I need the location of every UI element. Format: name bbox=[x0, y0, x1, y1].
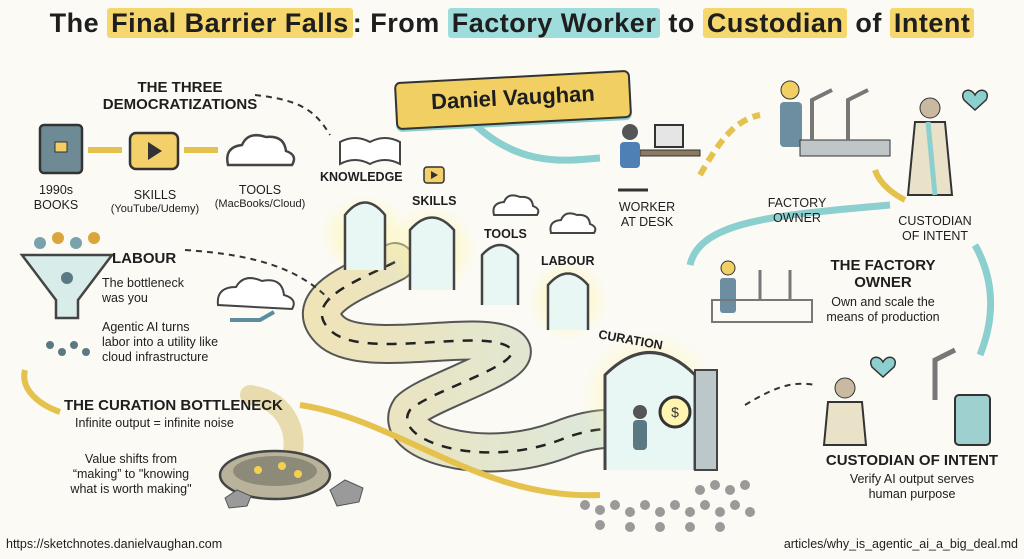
text-line: what is worth making" bbox=[70, 482, 192, 496]
doorway-tools bbox=[480, 243, 520, 305]
text-line: Verify AI output serves bbox=[849, 472, 975, 486]
flow-arrow-icon bbox=[686, 201, 891, 266]
text-line: cloud infrastructure bbox=[102, 350, 209, 364]
doorway-skills bbox=[387, 205, 477, 295]
worker-label: WORKER AT DESK bbox=[612, 200, 682, 230]
cloud-icon bbox=[226, 134, 296, 167]
text-line: Agentic AI turns bbox=[102, 320, 190, 334]
title-highlight-custodian: Custodian bbox=[702, 8, 848, 38]
factory-owner-text: Own and scale the means of production bbox=[808, 295, 958, 325]
text-line: CUSTODIAN bbox=[898, 214, 972, 228]
curation-bottleneck-heading: THE CURATION BOTTLENECK bbox=[64, 397, 283, 414]
heading-line: DEMOCRATIZATIONS bbox=[102, 96, 258, 113]
custodian-robot-icon bbox=[822, 347, 991, 446]
flow-arrow-icon bbox=[971, 243, 995, 357]
footer-article-path[interactable]: articles/why_is_agentic_ai_a_big_deal.md bbox=[783, 537, 1018, 551]
factory-owner-icon bbox=[780, 80, 891, 157]
flow-arrow-icon bbox=[467, 117, 601, 164]
open-book-icon bbox=[339, 137, 401, 166]
skills-label: SKILLS (YouTube/Udemy) bbox=[100, 188, 210, 216]
text-line: labor into a utility like bbox=[102, 335, 219, 349]
svg-text:$: $ bbox=[671, 404, 679, 420]
books-year: 1990s bbox=[38, 183, 74, 197]
labour-text-2: Agentic AI turns labor into a utility li… bbox=[102, 320, 218, 365]
dashed-arrow-icon bbox=[184, 249, 331, 301]
crowd-icon bbox=[580, 480, 755, 532]
labour-cloud-icon bbox=[549, 212, 597, 234]
title-part: : From bbox=[352, 8, 448, 38]
flow-arrow-icon bbox=[872, 168, 907, 203]
doorway-curation bbox=[580, 330, 720, 471]
doorway-labour bbox=[528, 260, 608, 340]
title-highlight-intent: Intent bbox=[889, 8, 975, 38]
path-label-skills: SKILLS bbox=[412, 194, 457, 208]
factory-scene-icon bbox=[711, 260, 813, 323]
gold-pan-icon bbox=[218, 449, 364, 509]
text-line: OWNER bbox=[773, 211, 821, 225]
custodian-figure-icon bbox=[906, 89, 988, 196]
text-line: The bottleneck bbox=[102, 276, 184, 290]
heading-line: OWNER bbox=[854, 274, 912, 291]
text-line: Own and scale the bbox=[831, 295, 935, 309]
worker-at-desk-icon bbox=[618, 124, 701, 192]
title-highlight-factory-worker: Factory Worker bbox=[447, 8, 661, 38]
owner-label: FACTORY OWNER bbox=[762, 196, 832, 226]
book-lock-icon bbox=[38, 123, 84, 175]
value-shift-text: Value shifts from “making” to "knowing w… bbox=[36, 452, 226, 497]
custodian-heading: CUSTODIAN OF INTENT bbox=[825, 452, 999, 469]
dashed-arrow-icon bbox=[254, 94, 331, 136]
tools-examples: (MacBooks/Cloud) bbox=[214, 198, 306, 210]
text-line: “making” to "knowing bbox=[72, 467, 190, 481]
text-line: OF INTENT bbox=[902, 229, 968, 243]
labour-heading: LABOUR bbox=[112, 250, 177, 267]
books-title: BOOKS bbox=[33, 198, 79, 212]
funnel-icon bbox=[19, 232, 115, 356]
title-part: The bbox=[49, 8, 108, 38]
title-highlight-final-barrier: Final Barrier Falls bbox=[107, 8, 353, 38]
text-line: FACTORY bbox=[767, 196, 827, 210]
heading-line: THE FACTORY bbox=[830, 257, 936, 274]
title-part: of bbox=[847, 8, 890, 38]
tools-label: TOOLS (MacBooks/Cloud) bbox=[205, 183, 315, 211]
flow-arrow-icon bbox=[697, 112, 761, 177]
skills-title: SKILLS bbox=[133, 188, 177, 202]
title-part: to bbox=[660, 8, 703, 38]
dashed-arrow-icon bbox=[744, 382, 816, 406]
heading-line: THE THREE bbox=[137, 79, 223, 96]
path-label-knowledge: KNOWLEDGE bbox=[320, 170, 403, 184]
path-label-tools: TOOLS bbox=[484, 227, 527, 241]
footer-url[interactable]: https://sketchnotes.danielvaughan.com bbox=[6, 537, 223, 551]
tools-cloud-icon bbox=[492, 194, 540, 216]
video-play-icon bbox=[128, 131, 180, 171]
custodian-label: CUSTODIAN OF INTENT bbox=[890, 214, 980, 244]
text-line: AT DESK bbox=[620, 215, 674, 229]
flow-arrow-icon bbox=[299, 402, 601, 499]
skills-play-icon bbox=[423, 166, 445, 184]
heart-icon bbox=[962, 89, 988, 112]
heart-icon bbox=[870, 356, 896, 379]
skills-examples: (YouTube/Udemy) bbox=[110, 203, 200, 215]
path-label-labour: LABOUR bbox=[541, 254, 595, 268]
custodian-text: Verify AI output serves human purpose bbox=[812, 472, 1012, 502]
labour-text-1: The bottleneck was you bbox=[102, 276, 184, 306]
text-line: human purpose bbox=[868, 487, 956, 501]
text-line: was you bbox=[102, 291, 148, 305]
tools-title: TOOLS bbox=[238, 183, 282, 197]
page-title: The Final Barrier Falls: From Factory Wo… bbox=[0, 8, 1024, 39]
text-line: WORKER bbox=[618, 200, 676, 214]
text-line: means of production bbox=[826, 310, 940, 324]
text-line: Value shifts from bbox=[84, 452, 178, 466]
curator-figure-icon: $ bbox=[633, 395, 692, 450]
democratizations-heading: THE THREE DEMOCRATIZATIONS bbox=[100, 79, 260, 113]
books-label: 1990s BOOKS bbox=[26, 183, 86, 213]
cloud-robot-hand-icon bbox=[216, 277, 295, 322]
factory-owner-heading: THE FACTORY OWNER bbox=[808, 257, 958, 291]
curation-bottleneck-subtitle: Infinite output = infinite noise bbox=[75, 416, 234, 430]
flow-arrow-icon bbox=[21, 369, 62, 415]
